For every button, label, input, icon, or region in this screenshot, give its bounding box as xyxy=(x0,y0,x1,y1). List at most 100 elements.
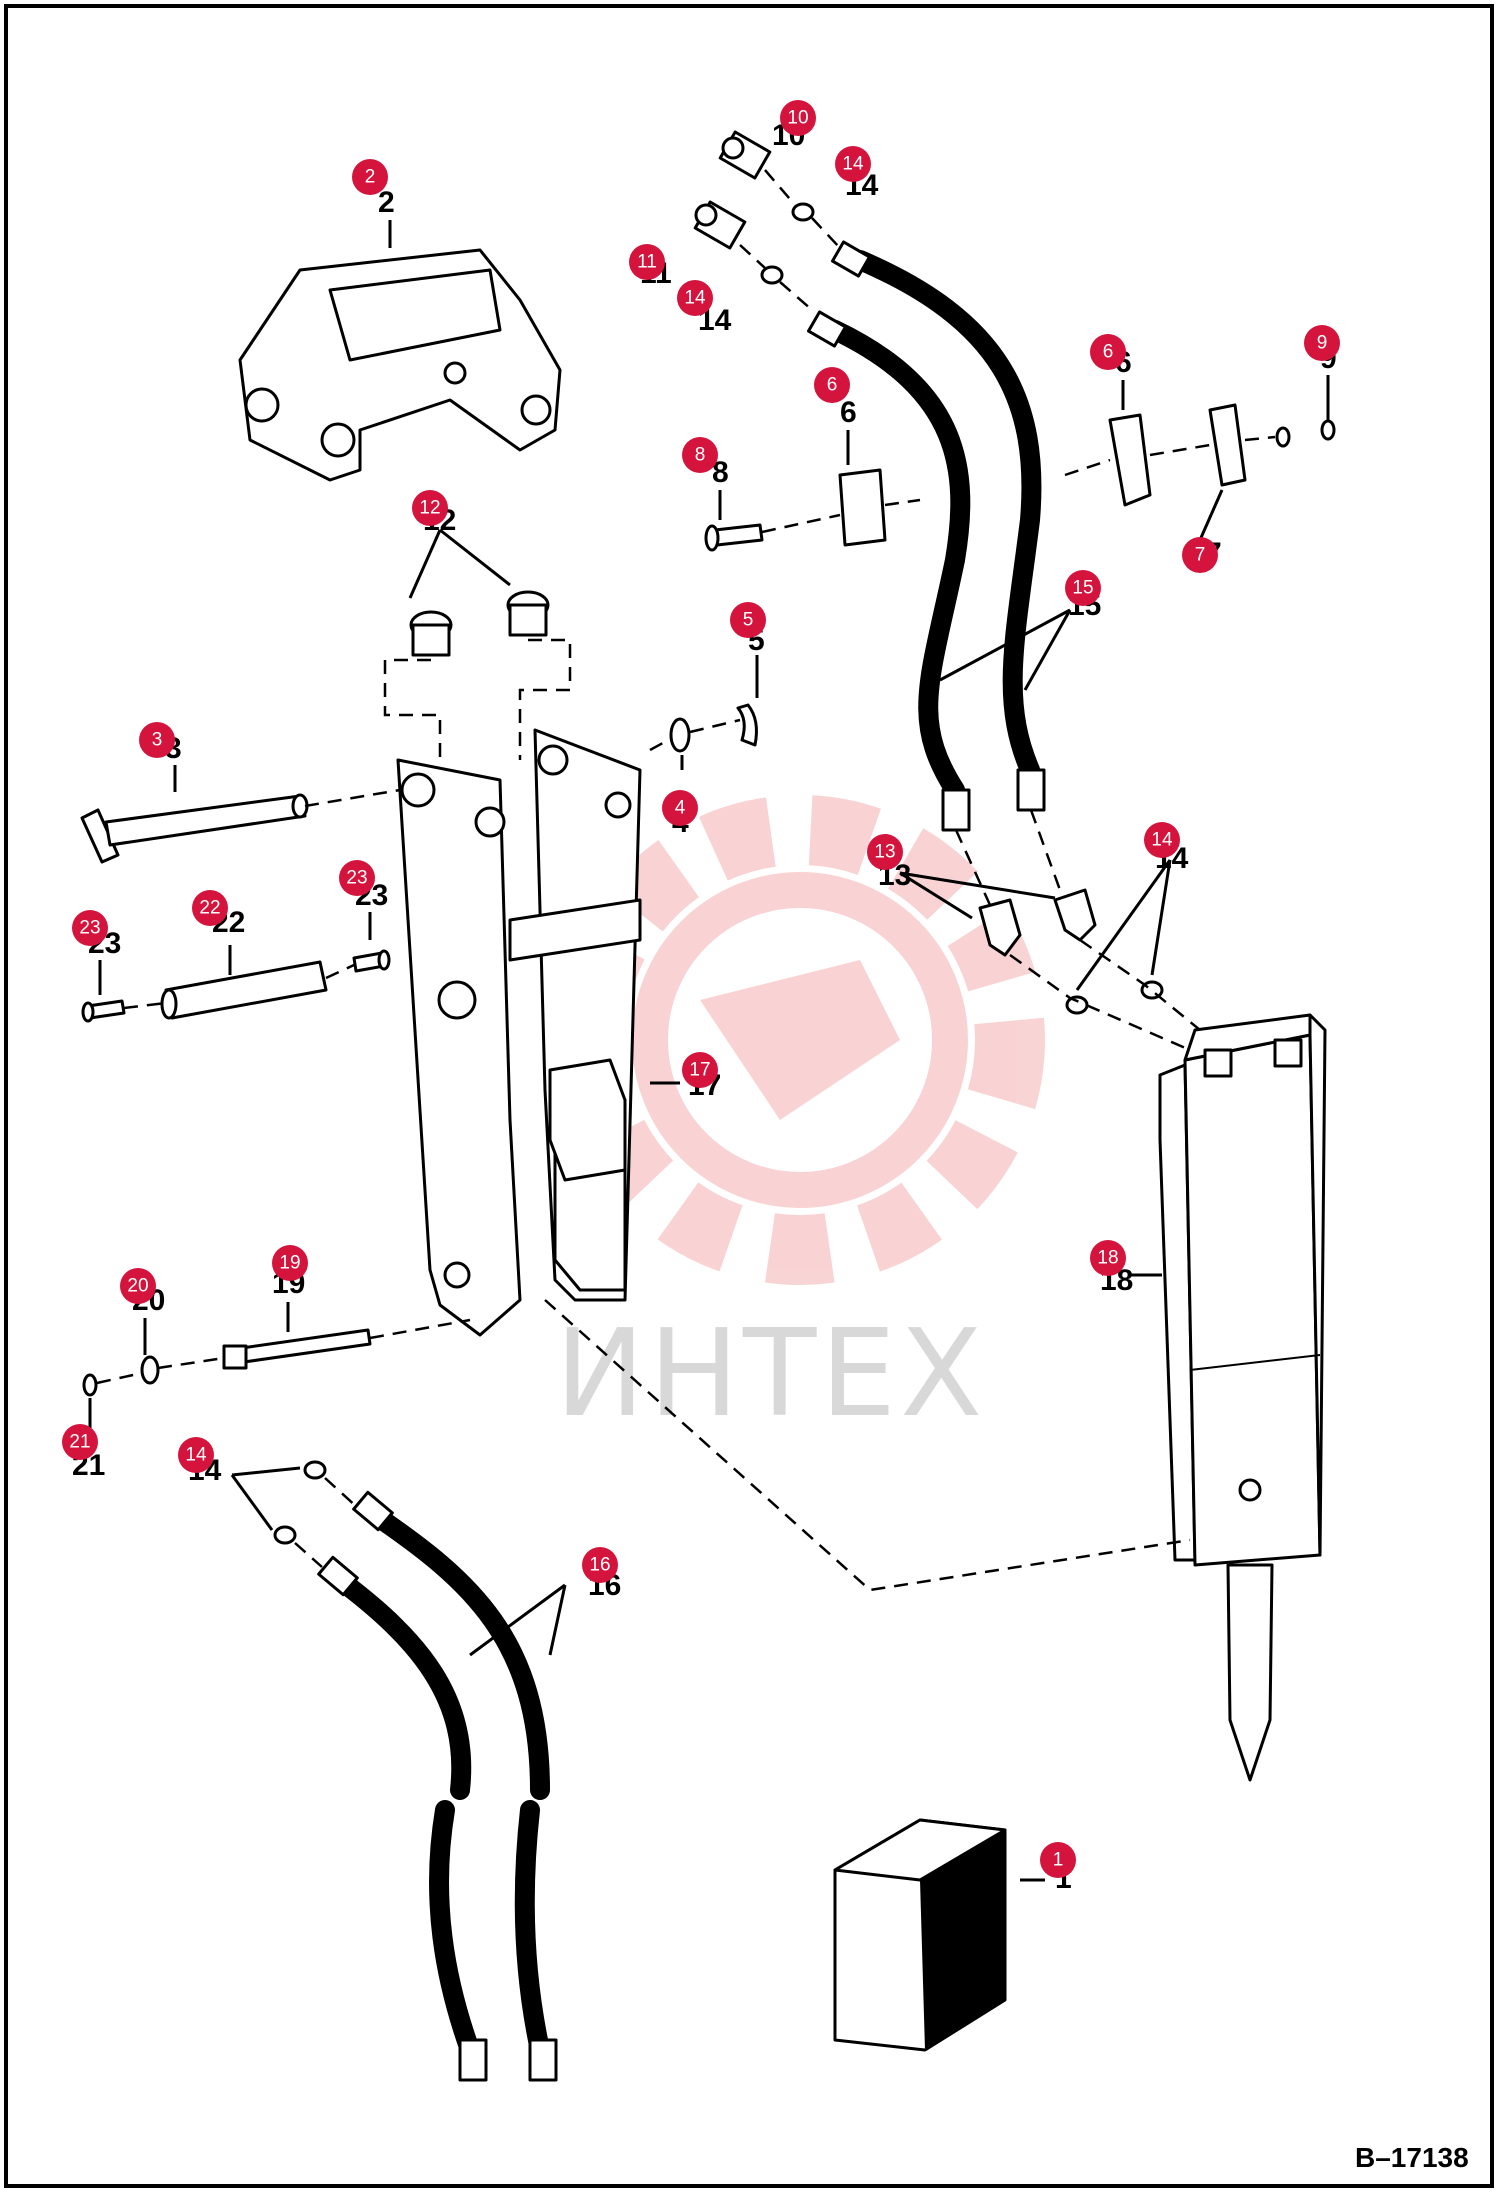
callout-badge-text: 4 xyxy=(675,798,686,819)
right-side-plate xyxy=(508,728,642,1302)
callout-15: 15 15 xyxy=(1065,570,1101,622)
rod-19 xyxy=(222,1328,372,1370)
callout-6-left: 6 6 xyxy=(814,367,857,429)
callout-badge-text: 21 xyxy=(69,1432,90,1453)
callout-badge xyxy=(62,1424,98,1460)
callout-number: 8 xyxy=(712,456,729,489)
callout-badge xyxy=(192,890,228,926)
callout-badge xyxy=(629,244,665,280)
callout-badge-text: 14 xyxy=(842,154,864,175)
callout-badge-text: 2 xyxy=(365,167,376,188)
callout-18: 18 18 xyxy=(1090,1240,1133,1297)
elbow-fitting-13-left xyxy=(978,898,1022,957)
callout-8: 8 8 xyxy=(682,437,729,489)
callout-badge xyxy=(867,834,903,870)
nut-9b xyxy=(1320,419,1336,441)
diagram-frame xyxy=(4,4,1494,2188)
callout-4: 4 4 xyxy=(662,790,698,839)
figure-id: B–17138 xyxy=(1355,2142,1469,2173)
seal-14-top-a xyxy=(791,202,815,222)
callout-badge xyxy=(352,159,388,195)
callout-badge xyxy=(682,1052,718,1088)
callout-badge-text: 11 xyxy=(637,252,657,273)
callout-14-top: 14 14 xyxy=(835,146,879,202)
long-pin xyxy=(80,793,309,864)
callout-1: 1 1 xyxy=(1040,1842,1076,1895)
hose-16-right-low xyxy=(514,1800,550,2060)
seal-14-bottom-b xyxy=(273,1525,297,1545)
callout-14-mid: 14 14 xyxy=(677,280,732,337)
callout-badge xyxy=(272,1245,308,1281)
callout-badge xyxy=(662,790,698,826)
callout-22: 22 22 xyxy=(192,890,245,939)
callout-11: 11 11 xyxy=(629,244,672,290)
callout-badge-text: 5 xyxy=(743,610,754,631)
hose-16-left-low xyxy=(429,1800,480,2060)
nut-9a xyxy=(1275,426,1291,448)
elbow-fitting-13-right xyxy=(1053,888,1097,942)
callout-badge xyxy=(72,910,108,946)
callout-10: 10 10 xyxy=(772,100,816,152)
hose-end-16d xyxy=(528,2038,558,2082)
callout-6-right: 6 6 xyxy=(1090,334,1132,379)
callout-23-right: 23 23 xyxy=(339,860,388,912)
callout-badge-text: 14 xyxy=(684,288,706,309)
callout-badge xyxy=(682,437,718,473)
callout-badge-text: 19 xyxy=(279,1253,300,1274)
callout-badge-text: 3 xyxy=(152,730,163,751)
mounting-bracket xyxy=(238,248,562,482)
callout-badge-text: 9 xyxy=(1317,333,1328,354)
plate-7 xyxy=(1208,403,1247,487)
pad-17 xyxy=(548,1058,627,1182)
hose-end-15c xyxy=(941,788,971,832)
callout-16: 16 16 xyxy=(582,1547,621,1602)
leader-lines xyxy=(88,220,1330,1882)
callout-badge-text: 12 xyxy=(419,498,440,519)
callout-badge xyxy=(814,367,850,403)
seal-14-a xyxy=(1065,995,1089,1015)
left-side-plate xyxy=(396,758,522,1337)
callout-23-left: 23 23 xyxy=(72,910,121,960)
callout-badge-text: 8 xyxy=(695,445,706,466)
callout-2: 2 2 xyxy=(352,159,395,219)
callout-badge-text: 14 xyxy=(1151,830,1173,851)
hose-end-16b xyxy=(352,1490,394,1532)
callout-20: 20 20 xyxy=(120,1268,165,1317)
callout-badge xyxy=(1090,1240,1126,1276)
hydraulic-breaker xyxy=(1158,1013,1327,1782)
callout-12: 12 12 xyxy=(412,490,456,537)
callout-badge xyxy=(339,860,375,896)
clip-5 xyxy=(736,703,758,747)
part-box xyxy=(833,1818,1007,2052)
short-pin xyxy=(160,960,328,1020)
callout-badge xyxy=(1040,1842,1076,1878)
callout-badge-text: 18 xyxy=(1097,1248,1118,1269)
callout-badge-text: 15 xyxy=(1072,578,1093,599)
callout-badge xyxy=(139,722,175,758)
callout-badge-text: 14 xyxy=(185,1445,207,1466)
hose-end-15d xyxy=(1016,768,1046,812)
bolt-23-right xyxy=(352,949,391,973)
callout-badge xyxy=(1182,537,1218,573)
callout-badge xyxy=(1304,325,1340,361)
callout-17: 17 17 xyxy=(682,1052,721,1102)
hose-16-left xyxy=(330,1570,472,1800)
callout-badge-text: 13 xyxy=(874,842,895,863)
fitting-11 xyxy=(693,200,747,250)
watermark-text: ИНТЕХ xyxy=(555,1305,986,1444)
callout-badge-text: 16 xyxy=(589,1555,610,1576)
callout-badge xyxy=(1144,822,1180,858)
bolt-23-left xyxy=(81,999,126,1023)
callout-badge xyxy=(677,280,713,316)
callout-3: 3 3 xyxy=(139,722,182,765)
clamp-6-right xyxy=(1108,413,1152,507)
callout-badge xyxy=(730,602,766,638)
washer-20 xyxy=(140,1355,160,1385)
bushings xyxy=(409,590,550,657)
callout-badge-text: 17 xyxy=(689,1060,710,1081)
callout-badge-text: 1 xyxy=(1053,1850,1064,1871)
fitting-10 xyxy=(718,130,772,180)
callout-5: 5 5 xyxy=(730,602,766,657)
callout-badge xyxy=(1090,334,1126,370)
